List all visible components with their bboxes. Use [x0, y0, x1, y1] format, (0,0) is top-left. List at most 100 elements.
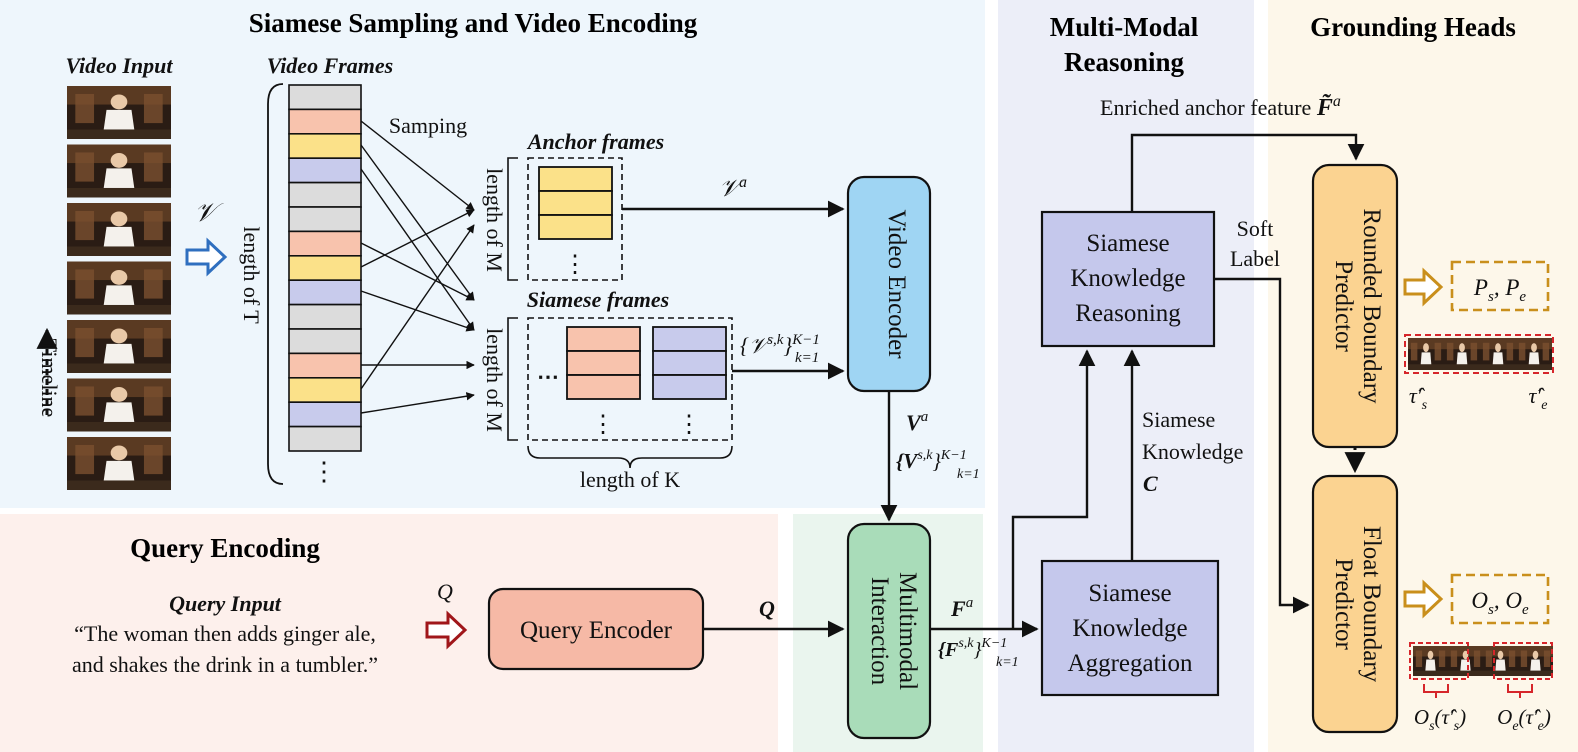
- interaction-to-reasoning-arrow: [1011, 349, 1096, 629]
- float-end-highlight: [1493, 642, 1553, 680]
- strip-frame: [1448, 646, 1483, 676]
- timeline-label: Timeline: [37, 339, 62, 418]
- os-offset-label: Os(τ̂′s): [1414, 705, 1466, 734]
- tau-s-label: τ̂′s: [1409, 383, 1428, 413]
- enriched-symbol: F̃: [1316, 95, 1333, 121]
- anchor-length-bracket: [507, 157, 518, 281]
- siamese-knowledge-line1: Siamese: [1142, 407, 1215, 432]
- vs-sup2: K−1: [940, 448, 967, 463]
- os-base: O: [1471, 588, 1488, 613]
- tau-s-sub: s: [1422, 398, 1428, 413]
- knowledge-reasoning-box: [1040, 210, 1216, 348]
- query-encoder-label: Query Encoder: [520, 617, 673, 644]
- video-frame-cell: [288, 181, 362, 208]
- strip-frame: [1413, 646, 1448, 676]
- siamese-symbol-sup2: K−1: [791, 332, 820, 348]
- enriched-feature-label: Enriched anchor feature F̃a: [1100, 93, 1341, 121]
- strip-frame: [1408, 338, 1444, 370]
- video-frame-cell: [288, 328, 362, 355]
- oe-offset-arg-sub: e: [1538, 719, 1544, 734]
- fused-feature-fs: {Fs,k}K−1: [938, 636, 1007, 661]
- video-frame-cell: [288, 206, 362, 233]
- video-frame-cell: [288, 425, 362, 452]
- os-offset-arg-sub: s: [1454, 719, 1460, 734]
- os-offset-arg: (τ̂′: [1435, 705, 1458, 729]
- video-frame-cell: [288, 230, 362, 257]
- multimodal-interaction-box: [846, 522, 932, 740]
- video-thumbnail-column: [67, 86, 171, 490]
- skr-line3: Reasoning: [1075, 300, 1181, 327]
- float-output-label: Os, Oe: [1471, 588, 1529, 618]
- os-sub: s: [1488, 602, 1494, 618]
- query-input-arrow-icon: [425, 610, 468, 650]
- ska-line1: Siamese: [1088, 580, 1171, 607]
- oe-offset-sub: e: [1512, 719, 1518, 734]
- rounded-output-arrow-icon: [1403, 267, 1444, 307]
- multimodal-line1: Multimodal: [894, 572, 921, 690]
- siamese-knowledge-line2: Knowledge: [1142, 439, 1243, 464]
- video-frame-cell: [288, 255, 362, 282]
- oe-base: O: [1505, 588, 1522, 613]
- soft-label-arrow: [1214, 277, 1310, 614]
- sampling-arrows: [360, 120, 475, 414]
- float-output-arrow-icon: [1403, 579, 1444, 619]
- video-thumbnail: [67, 86, 171, 139]
- frames-length-bracket: [267, 83, 284, 485]
- fa-sup: a: [966, 595, 974, 611]
- video-thumbnail: [67, 203, 171, 256]
- video-thumbnail: [67, 320, 171, 373]
- rounded-video-strip: [1408, 338, 1552, 370]
- skr-line2: Knowledge: [1070, 265, 1185, 292]
- enriched-text: Enriched anchor feature: [1100, 95, 1317, 120]
- os-offset-base: O: [1414, 705, 1429, 729]
- query-text-line2: and shakes the drink in a tumbler.”: [72, 652, 378, 677]
- strip-frame: [1483, 646, 1518, 676]
- siamese-length-bracket: [507, 317, 518, 441]
- query-text-line1: “The woman then adds ginger ale,: [74, 621, 376, 646]
- fs-sup: s,k: [958, 636, 974, 651]
- video-frame-cell: [288, 157, 362, 184]
- heads-section-title: Grounding Heads: [1310, 12, 1516, 42]
- anchor-frames-box: [527, 157, 623, 281]
- siamese-dots: ⋯: [537, 364, 559, 389]
- soft-label-line2: Label: [1230, 246, 1280, 271]
- query-symbol: Q: [437, 579, 453, 604]
- oe-offset-base: O: [1497, 705, 1512, 729]
- video-frame-cell: [288, 84, 362, 111]
- oe-offset-label: Oe(τ̂′e): [1497, 705, 1551, 734]
- rounded-strip-highlight: [1404, 334, 1554, 374]
- ska-line2: Knowledge: [1072, 615, 1187, 642]
- video-encoder-label: Video Encoder: [883, 209, 910, 359]
- strip-frame: [1518, 646, 1553, 676]
- reasoning-section-title-line2: Reasoning: [1064, 47, 1185, 77]
- enriched-feature-arrow: [1130, 133, 1365, 212]
- float-line2: Predictor: [1330, 558, 1357, 650]
- ps-base: P: [1473, 275, 1488, 300]
- siamese-length-k-brace: [527, 445, 733, 469]
- fused-feature-fa: Fa: [950, 595, 973, 621]
- siamese-length-k-label: length of K: [580, 467, 680, 492]
- anchor-frames-title: Anchor frames: [526, 129, 664, 154]
- oe-offset-arg: (τ̂′: [1519, 705, 1542, 729]
- strip-frame: [1480, 338, 1516, 370]
- siamese-frames-box: [527, 317, 733, 441]
- strip-frame: [1516, 338, 1552, 370]
- skr-line1: Siamese: [1086, 230, 1169, 257]
- siamese-frames-title: Siamese frames: [527, 287, 669, 312]
- video-thumbnail: [67, 144, 171, 198]
- tau-e-base: τ̂′: [1529, 383, 1546, 408]
- tau-e-sub: e: [1541, 398, 1547, 413]
- query-feature: Q: [759, 596, 775, 621]
- vs-sup: s,k: [917, 448, 933, 463]
- vs-base: {V: [896, 449, 919, 473]
- video-frame-cell: [288, 108, 362, 135]
- video-thumbnail: [67, 378, 171, 432]
- float-output-box: [1450, 573, 1550, 625]
- soft-label-line1: Soft: [1237, 216, 1274, 241]
- siamese-frame-cells: [566, 326, 727, 400]
- enriched-sup: a: [1333, 93, 1341, 110]
- float-line1: Float Boundary: [1358, 526, 1385, 683]
- siamese-ellipsis-2: ⋮: [677, 412, 701, 438]
- anchor-length-label: length of M: [482, 168, 507, 272]
